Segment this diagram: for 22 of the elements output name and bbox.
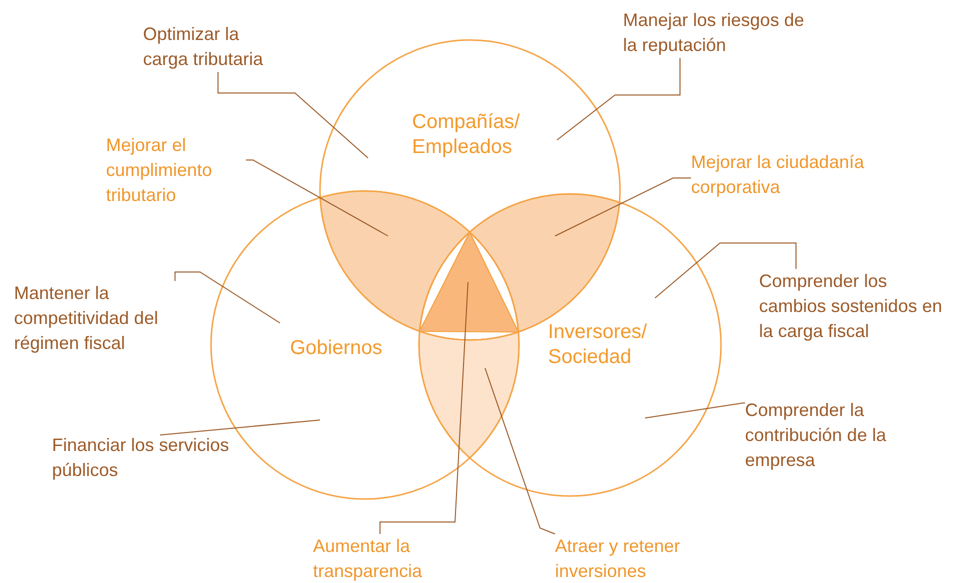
callout-text: Mejorar la ciudadanía corporativa (691, 150, 921, 200)
circle-label: Gobiernos (290, 337, 382, 359)
leader-line (654, 242, 796, 298)
leader-line (160, 420, 320, 436)
callout-text: Optimizar la carga tributaria (143, 22, 283, 72)
callout-text: Atraer y retener inversiones (555, 534, 725, 583)
callout-text: Financiar los servicios públicos (52, 433, 232, 483)
callout-text: Mantener la competitividad del régimen fiscal (14, 281, 182, 356)
circle-label: Compañías/ Empleados (412, 111, 520, 158)
overlap-region (418, 230, 520, 333)
leader-line (556, 58, 680, 140)
leader-line (174, 272, 280, 324)
leader-line (644, 402, 746, 418)
callout-text: Aumentar la transparencia (313, 534, 453, 583)
leader-line (380, 282, 468, 534)
callout-text: Comprender la contribución de la empresa (745, 398, 895, 473)
callout-text: Mejorar el cumplimiento tributario (106, 133, 246, 208)
leader-line (484, 368, 556, 534)
leader-line (218, 72, 368, 158)
callout-text: Manejar los riesgos de la reputación (623, 8, 808, 58)
callout-text: Comprender los cambios sostenidos en la carga fiscal (759, 269, 949, 344)
circle-label: Inversores/ Sociedad (548, 321, 647, 368)
